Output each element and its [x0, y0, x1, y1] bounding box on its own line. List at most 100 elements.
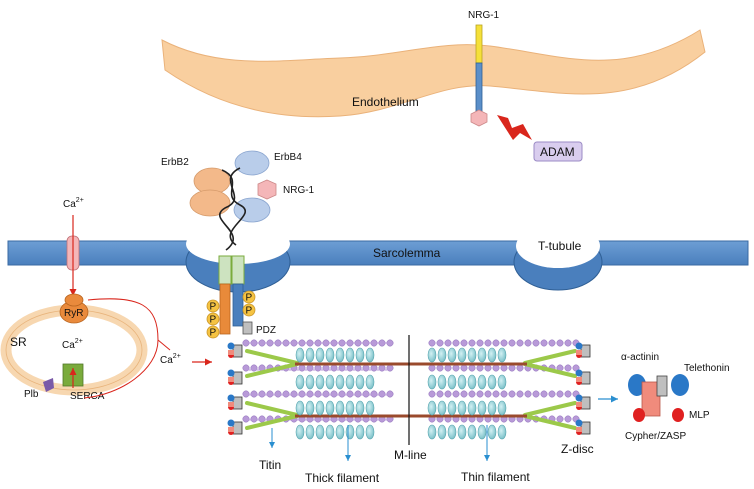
myosin-head — [355, 374, 365, 390]
thin-filament-bead — [532, 339, 540, 347]
thin-filament-bead — [468, 390, 476, 398]
m-line-label: M-line — [394, 448, 427, 462]
myosin-head — [467, 374, 477, 390]
thin-filament-bead — [444, 339, 452, 347]
erbb4-label: ErbB4 — [274, 152, 302, 163]
ca-cyto-label: Ca2+ — [160, 353, 181, 366]
myosin-head — [477, 347, 487, 363]
myosin-head — [437, 374, 447, 390]
thin-filament-bead — [290, 390, 298, 398]
myosin-head — [295, 347, 305, 363]
myosin-head — [315, 374, 325, 390]
myosin-head — [355, 424, 365, 440]
thin-filament-bead — [468, 339, 476, 347]
z-disc-cypher — [228, 377, 234, 382]
thin-filament-bead — [436, 339, 444, 347]
sarcolemma-label: Sarcolemma — [373, 246, 441, 260]
thin-filament-bead — [258, 415, 266, 423]
thin-filament-bead — [436, 390, 444, 398]
plb-label: Plb — [24, 389, 39, 400]
myosin-head — [305, 347, 315, 363]
serca-label: SERCA — [70, 391, 105, 402]
thin-filament-bead — [484, 339, 492, 347]
sr-label: SR — [10, 335, 27, 349]
myosin-head — [457, 374, 467, 390]
myosin-head — [295, 374, 305, 390]
thin-filament-bead — [428, 339, 436, 347]
myosin-head — [305, 400, 315, 416]
myosin-head — [487, 424, 497, 440]
myosin-head — [477, 400, 487, 416]
myosin-head — [305, 424, 315, 440]
thin-filament-bead — [242, 390, 250, 398]
myosin-head — [487, 374, 497, 390]
t-tubule — [513, 224, 603, 291]
z-disc-actinin — [575, 342, 583, 350]
thin-filament-bead — [508, 339, 516, 347]
thin-filament-bead — [274, 390, 282, 398]
phospho-p-5: P — [246, 306, 253, 317]
cypher-label: Cypher/ZASP — [625, 431, 686, 442]
erbb4-tail — [232, 283, 244, 327]
thin-filament-bead — [564, 415, 572, 423]
thin-filament-bead — [492, 390, 500, 398]
thin-filament-label: Thin filament — [461, 470, 530, 484]
sarcolemma — [7, 240, 749, 266]
ryr-label: RyR — [64, 308, 83, 319]
myosin-head — [497, 424, 507, 440]
z-disc-cypher — [576, 402, 582, 407]
thin-filament-bead — [460, 339, 468, 347]
z-disc-actinin — [227, 342, 235, 350]
thin-filament-bead — [354, 390, 362, 398]
myosin-head — [497, 400, 507, 416]
ryr-channel — [59, 293, 89, 324]
myosin-head — [427, 400, 437, 416]
myosin-head — [457, 347, 467, 363]
thin-filament-bead — [492, 364, 500, 372]
myosin-head — [437, 347, 447, 363]
myosin-head — [305, 374, 315, 390]
thin-filament-bead — [314, 390, 322, 398]
t-tubule-label: T-tubule — [538, 239, 582, 253]
myosin-head — [477, 374, 487, 390]
thin-filament-bead — [452, 339, 460, 347]
thin-filament-bead — [428, 390, 436, 398]
phospho-p-1: P — [210, 302, 217, 313]
thin-filament-bead — [556, 390, 564, 398]
titin-strand — [523, 362, 577, 378]
myosin-head — [345, 347, 355, 363]
ca-top-label: Ca2+ — [63, 197, 84, 210]
thin-filament-bead — [362, 390, 370, 398]
myosin-head — [437, 424, 447, 440]
myosin-head — [487, 400, 497, 416]
thin-filament-bead — [500, 339, 508, 347]
z-disc-cypher — [576, 377, 582, 382]
myosin-head — [345, 400, 355, 416]
thin-filament-bead — [556, 415, 564, 423]
myosin-head — [325, 347, 335, 363]
thin-filament-bead — [500, 364, 508, 372]
thin-filament-bead — [452, 364, 460, 372]
thin-filament-bead — [484, 364, 492, 372]
nrg1-membrane-protein — [470, 24, 488, 127]
thick-filament-label: Thick filament — [305, 471, 380, 485]
thin-filament-bead — [428, 364, 436, 372]
myosin-head — [345, 374, 355, 390]
thin-filament-bead — [484, 390, 492, 398]
myosin-head — [325, 374, 335, 390]
ca-sr-label: Ca2+ — [62, 338, 83, 351]
mlp-label: MLP — [689, 410, 710, 421]
myosin-head — [315, 400, 325, 416]
thin-filament-bead — [564, 390, 572, 398]
thin-filament-bead — [322, 390, 330, 398]
z-disc-actinin — [227, 394, 235, 402]
thin-filament-bead — [556, 339, 564, 347]
z-disc-actinin — [575, 419, 583, 427]
myosin-head — [477, 424, 487, 440]
myosin-head — [355, 347, 365, 363]
myosin-head — [447, 347, 457, 363]
alpha-actinin-label: α-actinin — [621, 352, 659, 363]
myosin-head — [325, 424, 335, 440]
myosin-head — [427, 424, 437, 440]
thin-filament-bead — [540, 339, 548, 347]
